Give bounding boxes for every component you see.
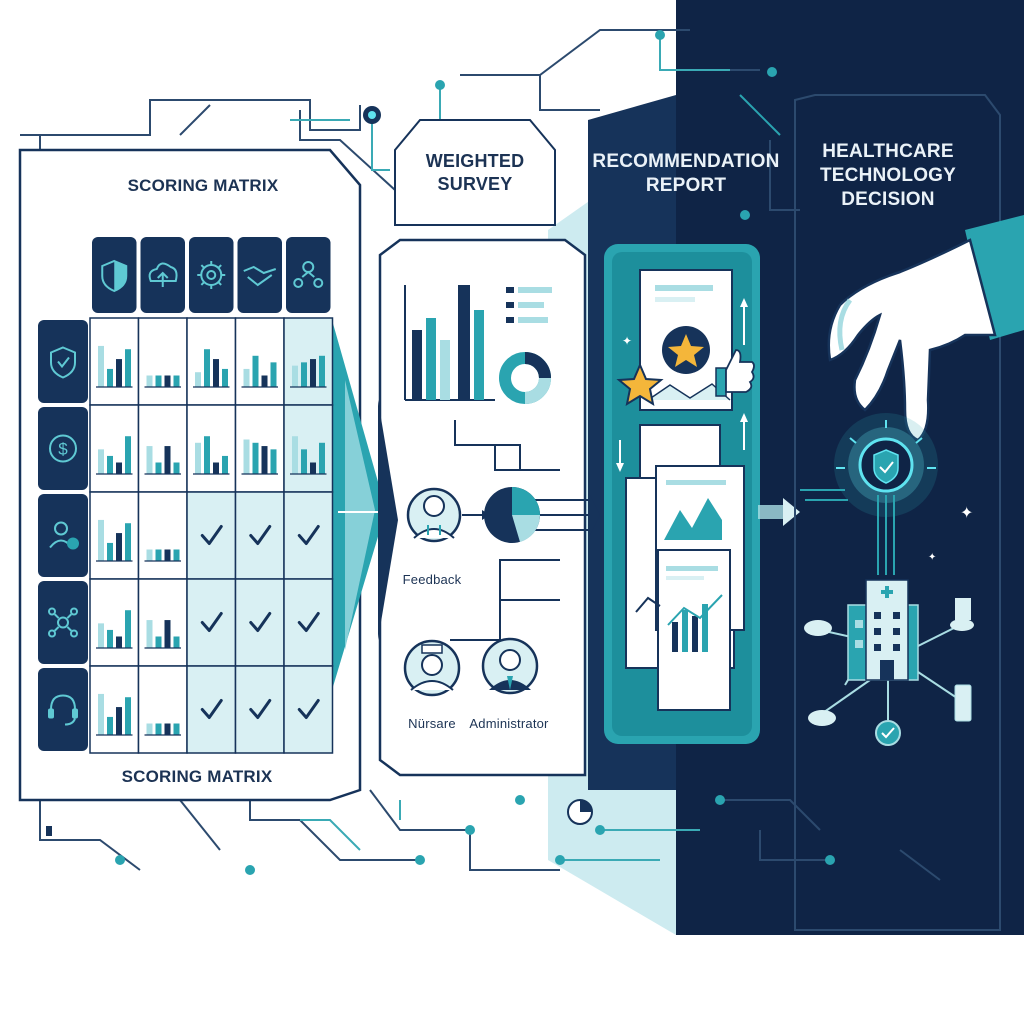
star-icon: [668, 334, 704, 367]
cloud-upload-icon: [140, 237, 185, 313]
scoring-matrix-title: SCORING MATRIX: [127, 176, 279, 195]
user-check-icon: [38, 494, 88, 577]
matrix-cell-bars: [89, 578, 140, 667]
hospital-network: [819, 624, 961, 720]
people-network-icon: [286, 237, 331, 313]
check-icon: [249, 612, 272, 632]
matrix-cell-check: [234, 578, 285, 667]
shield-icon: [92, 237, 137, 313]
matrix-cell-bars: [89, 404, 140, 493]
check-icon: [297, 525, 320, 545]
survey-bar-chart: [404, 285, 552, 401]
administrator-label: Administrator: [469, 716, 549, 731]
gear-icon: [189, 237, 234, 313]
matrix-cell-bars: [89, 317, 140, 406]
dollar-icon: $: [38, 407, 88, 490]
matrix-cell-bars: [89, 491, 140, 580]
matrix-cell-bars: [137, 578, 188, 667]
star-icon-outlined: [616, 362, 664, 407]
matrix-cell-bars: [137, 665, 188, 754]
matrix-cell-bars: [137, 404, 188, 493]
svg-text:✦: ✦: [928, 552, 936, 563]
matrix-cell-check: [186, 578, 237, 667]
recommendation-report-title: RECOMMENDATION REPORT: [592, 151, 780, 196]
matrix-cell-check: [283, 491, 334, 580]
weighted-survey-panel: [378, 119, 600, 777]
check-icon: [200, 612, 223, 632]
weighted-survey-title: WEIGHTED SURVEY: [425, 151, 525, 194]
hospital-building: [847, 579, 919, 681]
scoring-matrix-footer-title: SCORING MATRIX: [121, 767, 273, 786]
thumbs-up-icon: [715, 349, 755, 397]
matrix-cell-bars: [186, 404, 237, 493]
nurse-avatar: [403, 639, 461, 697]
survey-donut-chart: [499, 352, 551, 404]
svg-text:✦: ✦: [960, 505, 973, 522]
report-document-stack: [625, 424, 745, 711]
scoring-matrix-panel: $: [18, 148, 386, 802]
report-arrows: [619, 305, 745, 465]
headset-icon: [38, 668, 88, 751]
feedback-doctor-avatar: [406, 487, 462, 543]
network-nodes: [804, 598, 974, 746]
decorative-lines-right: [720, 799, 941, 881]
decision-panel: ✦ ✦: [715, 94, 1024, 931]
check-icon: [200, 699, 223, 719]
check-icon: [249, 525, 272, 545]
survey-connectors: [450, 420, 590, 641]
check-icon: [297, 612, 320, 632]
matrix-cell-bars: [89, 665, 140, 754]
matrix-cell-bars: [186, 317, 237, 406]
matrix-cell-check: [234, 491, 285, 580]
shield-check-icon: [38, 320, 88, 403]
svg-text:✦: ✦: [622, 334, 632, 348]
hand-illustration: [827, 215, 1024, 442]
check-icon: [200, 525, 223, 545]
feedback-pie-chart: [484, 487, 541, 543]
matrix-cell-bars: [283, 404, 334, 493]
matrix-cell-bars: [137, 317, 188, 406]
matrix-cell-bars: [234, 317, 285, 406]
matrix-cell-bars: [137, 491, 188, 580]
nurse-label: Nürsare: [408, 716, 456, 731]
circuit-dots: [115, 30, 777, 875]
glowing-shield-emblem: [800, 413, 938, 575]
matrix-cell-bars: [234, 404, 285, 493]
feedback-label: Feedback: [402, 572, 462, 587]
matrix-cell-check: [186, 491, 237, 580]
network-nodes-icon: [38, 581, 88, 664]
matrix-cell-check: [283, 578, 334, 667]
matrix-cell-bars: [283, 317, 334, 406]
handshake-icon: [237, 237, 282, 313]
survey-callout: [394, 119, 556, 226]
recommendation-report-panel: ✦: [604, 244, 800, 744]
small-pie-icon: [567, 799, 593, 825]
check-icon: [297, 699, 320, 719]
administrator-avatar: [481, 637, 539, 695]
report-document-star: [639, 269, 733, 411]
check-icon: [249, 699, 272, 719]
healthcare-technology-decision-title: HEALTHCARE TECHNOLOGY DECISION: [819, 141, 957, 210]
svg-text:$: $: [58, 440, 68, 459]
matrix-cell-check: [283, 665, 334, 754]
matrix-cell-check: [234, 665, 285, 754]
matrix-cell-check: [186, 665, 237, 754]
